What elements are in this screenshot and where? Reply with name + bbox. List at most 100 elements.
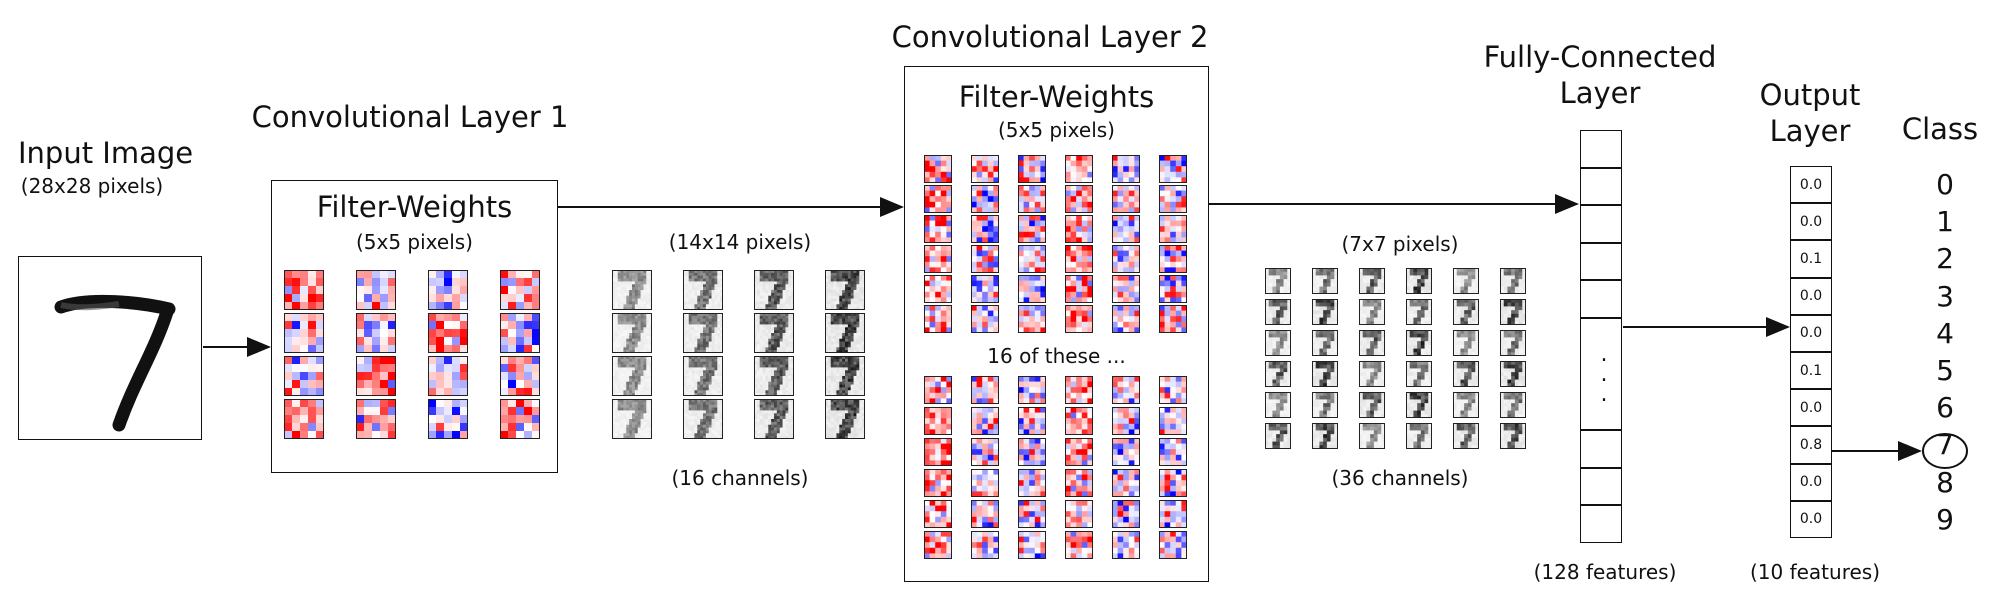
- filter-weight: [1159, 245, 1188, 277]
- filter-weight: [924, 376, 953, 408]
- filter-weight: [500, 356, 541, 400]
- filter-weight: [1112, 215, 1141, 247]
- feature-map: [1359, 361, 1386, 391]
- filter-weight: [1018, 407, 1047, 439]
- filter-weight: [1065, 185, 1094, 217]
- fc-neuron-cell: [1580, 167, 1622, 205]
- filter-weight-thumbnail: [1159, 185, 1188, 214]
- feature-map-thumbnail: [754, 313, 795, 354]
- feature-map-thumbnail: [683, 313, 724, 354]
- filter-weight: [1112, 155, 1141, 187]
- filter-weight-thumbnail: [1065, 376, 1094, 405]
- filter-weight-thumbnail: [1065, 407, 1094, 436]
- filter-weight: [1018, 215, 1047, 247]
- digit-seven-image: [19, 257, 200, 438]
- feature-map: [825, 399, 866, 443]
- filter-weight-thumbnail: [1065, 305, 1094, 334]
- conv1-box-title: Filter-Weights: [316, 190, 513, 224]
- filter-weight: [971, 376, 1000, 408]
- output-neuron-cell: 0.1: [1790, 240, 1832, 278]
- filter-weight-thumbnail: [1112, 500, 1141, 529]
- output-neuron-cell: 0.0: [1790, 500, 1832, 538]
- filter-weight-thumbnail: [971, 531, 1000, 560]
- filter-weight: [1112, 185, 1141, 217]
- feature-map-thumbnail: [1265, 299, 1292, 326]
- feature-map-thumbnail: [1265, 361, 1292, 388]
- output-neuron-cell: 0.0: [1790, 314, 1832, 352]
- filter-weight-thumbnail: [1159, 407, 1188, 436]
- conv2-title: Convolutional Layer 2: [891, 20, 1209, 54]
- filter-weight: [1065, 500, 1094, 532]
- filter-weight-thumbnail: [1065, 500, 1094, 529]
- filter-weight-thumbnail: [1018, 376, 1047, 405]
- filter-weight: [1159, 407, 1188, 439]
- filter-weight: [924, 531, 953, 563]
- filter-weight: [1159, 531, 1188, 563]
- filter-weight-thumbnail: [1159, 215, 1188, 244]
- filter-weight: [924, 155, 953, 187]
- class-label: 6: [1936, 391, 1954, 425]
- filter-weight: [500, 313, 541, 357]
- filter-weight-thumbnail: [924, 305, 953, 334]
- feature-map: [612, 356, 653, 400]
- out1-channels: (16 channels): [671, 466, 809, 490]
- filter-weight: [924, 305, 953, 337]
- output-neuron-cell: 0.8: [1790, 426, 1832, 464]
- feature-map-thumbnail: [1453, 361, 1480, 388]
- feature-map-thumbnail: [1500, 268, 1527, 295]
- feature-map: [1406, 361, 1433, 391]
- feature-map-thumbnail: [1359, 299, 1386, 326]
- filter-weight-thumbnail: [1018, 185, 1047, 214]
- filter-weight: [356, 399, 397, 443]
- feature-map-thumbnail: [612, 313, 653, 354]
- filter-weight-thumbnail: [1159, 305, 1188, 334]
- feature-map-thumbnail: [1312, 392, 1339, 419]
- output-title-line2: Layer: [1769, 114, 1851, 148]
- filter-weight-thumbnail: [1018, 438, 1047, 467]
- feature-map: [683, 356, 724, 400]
- filter-weight-thumbnail: [356, 356, 397, 397]
- filter-weight: [1112, 275, 1141, 307]
- feature-map: [683, 270, 724, 314]
- conv2-box: [904, 66, 1209, 582]
- filter-weight: [971, 185, 1000, 217]
- fc-neuron-cell: [1580, 130, 1622, 168]
- filter-weight-thumbnail: [971, 469, 1000, 498]
- filter-weight: [1018, 155, 1047, 187]
- filter-weight-thumbnail: [1112, 305, 1141, 334]
- filter-weight-thumbnail: [924, 245, 953, 274]
- filter-weight: [1065, 275, 1094, 307]
- filter-weight: [428, 270, 469, 314]
- filter-weight: [1159, 215, 1188, 247]
- feature-map: [1265, 392, 1292, 422]
- filter-weight-thumbnail: [1159, 500, 1188, 529]
- filter-weight-thumbnail: [1112, 376, 1141, 405]
- filter-weight: [924, 275, 953, 307]
- filter-weight-thumbnail: [1018, 305, 1047, 334]
- conv2-box-title: Filter-Weights: [958, 80, 1155, 114]
- filter-weight: [1112, 376, 1141, 408]
- feature-map: [754, 270, 795, 314]
- filter-weight-thumbnail: [500, 399, 541, 440]
- output-neuron-cell: 0.0: [1790, 463, 1832, 501]
- filter-weight-thumbnail: [428, 313, 469, 354]
- filter-weight: [1159, 275, 1188, 307]
- filter-weight: [1112, 438, 1141, 470]
- filter-weight: [971, 305, 1000, 337]
- feature-map: [1500, 423, 1527, 453]
- filter-weight: [1065, 407, 1094, 439]
- filter-weight-thumbnail: [1112, 469, 1141, 498]
- filter-weight-thumbnail: [284, 270, 325, 311]
- feature-map-thumbnail: [1359, 392, 1386, 419]
- conv2-repeat-note: 16 of these ...: [987, 344, 1126, 368]
- filter-weight-thumbnail: [428, 399, 469, 440]
- class-label: 0: [1936, 168, 1954, 201]
- filter-weight: [1065, 376, 1094, 408]
- output-value: 0.0: [1799, 474, 1823, 491]
- feature-map: [825, 270, 866, 314]
- feature-map: [1500, 268, 1527, 298]
- feature-map-thumbnail: [1500, 423, 1527, 450]
- filter-weight-thumbnail: [971, 407, 1000, 436]
- feature-map: [1500, 392, 1527, 422]
- filter-weight-thumbnail: [284, 313, 325, 354]
